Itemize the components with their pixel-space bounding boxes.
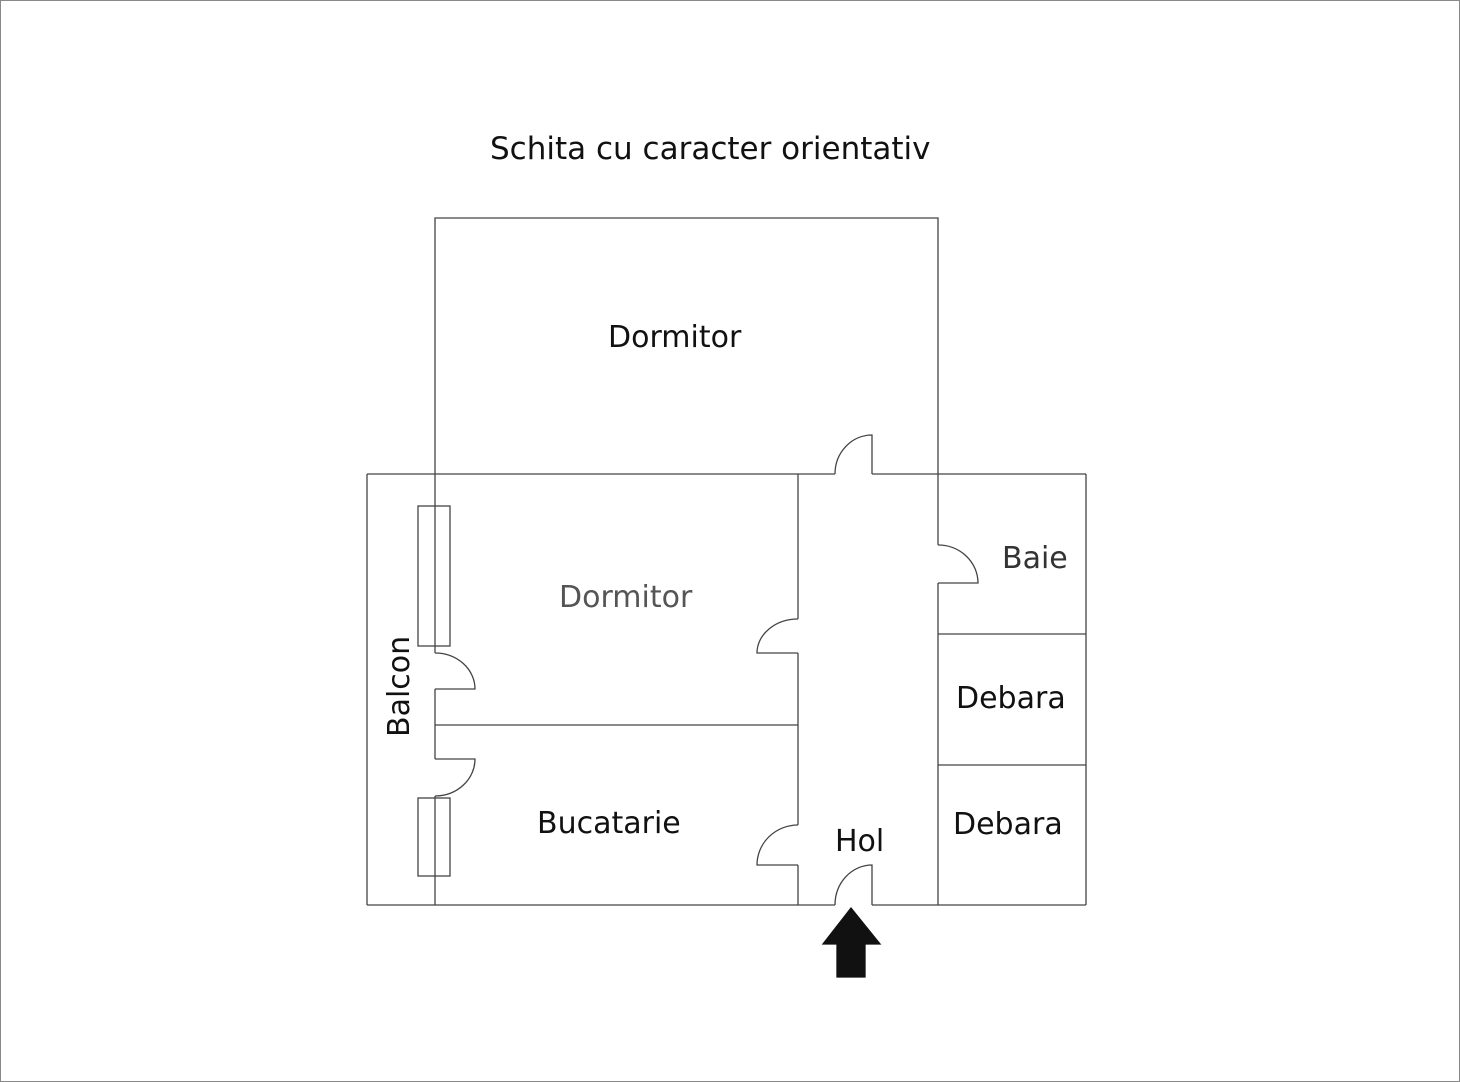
room-label-dormitor-top: Dormitor	[608, 320, 742, 355]
door-bucatarie	[756, 824, 799, 866]
room-label-hol: Hol	[835, 824, 885, 859]
wall-debara-dividers	[938, 633, 1086, 766]
wall-upper-dormitor	[434, 217, 939, 474]
room-label-dormitor-middle: Dormitor	[559, 580, 693, 615]
entrance-arrow-icon	[821, 906, 882, 978]
door-balcony-1	[434, 652, 476, 690]
room-label-balcon: Balcon	[382, 635, 417, 737]
door-balcony-2	[434, 758, 476, 797]
door-entrance	[834, 864, 873, 906]
door-upper-dormitor	[834, 434, 873, 475]
room-label-baie: Baie	[1002, 541, 1068, 576]
plan-title: Schita cu caracter orientativ	[490, 131, 931, 167]
door-baie	[937, 544, 979, 584]
room-label-debara-1: Debara	[956, 681, 1066, 716]
door-dormitor	[756, 618, 799, 654]
window-1	[417, 505, 451, 647]
window-2	[417, 797, 451, 877]
room-label-bucatarie: Bucatarie	[537, 806, 681, 841]
room-label-debara-2: Debara	[953, 807, 1063, 842]
